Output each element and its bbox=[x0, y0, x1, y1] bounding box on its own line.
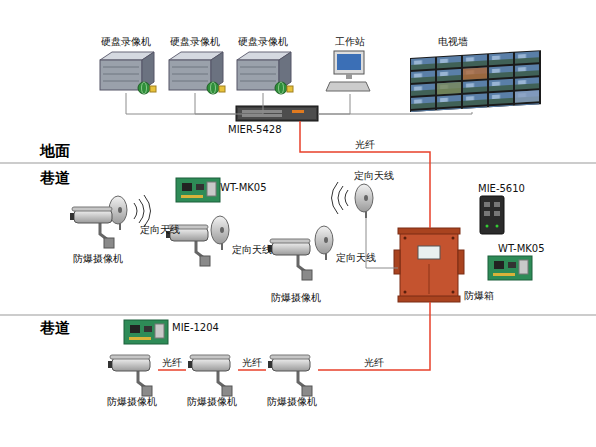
device-node: 定向天线 bbox=[106, 196, 178, 238]
device-label: 防爆摄像机 bbox=[82, 396, 182, 408]
device-node: 电视墙 bbox=[408, 36, 542, 112]
device-label: 防爆摄像机 bbox=[242, 396, 342, 408]
device-node: 定向天线 bbox=[206, 214, 268, 254]
board-icon bbox=[488, 256, 532, 280]
camera-icon bbox=[268, 239, 312, 280]
workstation-icon bbox=[326, 51, 370, 91]
device-label: WT-MK05 bbox=[220, 182, 267, 194]
switch-icon bbox=[236, 106, 318, 121]
industrial-switch-icon bbox=[480, 196, 504, 234]
device-node: 防爆摄像机 bbox=[186, 352, 238, 408]
device-label: MIE-1204 bbox=[172, 322, 219, 334]
device-node: 防爆摄像机 bbox=[70, 205, 126, 265]
edge-label: 光纤 bbox=[242, 357, 262, 369]
dvr-icon bbox=[100, 52, 156, 94]
cable-link bbox=[126, 93, 236, 114]
tv-wall-icon bbox=[410, 50, 541, 112]
fiber-link bbox=[158, 369, 186, 371]
device-node: 定向天线 bbox=[348, 170, 400, 218]
device-label: 定向天线 bbox=[336, 252, 376, 264]
cable-link bbox=[318, 112, 472, 114]
device-label: 防爆摄像机 bbox=[162, 396, 262, 408]
device-label: MIER-5428 bbox=[228, 124, 282, 136]
device-label: 硬盘录像机 bbox=[73, 36, 179, 48]
edge-label: 光纤 bbox=[364, 357, 384, 369]
device-label: 电视墙 bbox=[438, 36, 468, 48]
wireless-arcs bbox=[134, 182, 348, 227]
antenna-icon bbox=[315, 226, 333, 260]
device-node: 防爆摄像机 bbox=[266, 352, 318, 408]
device-node: 硬盘录像机 bbox=[97, 36, 155, 93]
device-node: 硬盘录像机 bbox=[166, 36, 224, 93]
edge-label: 光纤 bbox=[355, 139, 375, 151]
device-label: 定向天线 bbox=[232, 244, 272, 256]
device-node: MIER-5428 bbox=[236, 106, 318, 121]
device-label: 工作站 bbox=[302, 36, 398, 48]
device-node: 工作站 bbox=[326, 36, 374, 94]
device-node: WT-MK05 bbox=[484, 243, 544, 283]
fiber-link bbox=[238, 369, 266, 371]
camera-icon bbox=[108, 355, 152, 396]
board-icon bbox=[176, 178, 220, 202]
device-node: 防爆摄像机 bbox=[268, 238, 324, 302]
dvr-icon bbox=[237, 52, 293, 94]
cable-link bbox=[366, 218, 398, 268]
area-label: 地面 bbox=[40, 142, 70, 161]
edge-label: 光纤 bbox=[162, 357, 182, 369]
device-label: 防爆箱 bbox=[464, 290, 494, 302]
device-node: 防爆摄像机 bbox=[106, 352, 158, 408]
device-node: 硬盘录像机 bbox=[234, 36, 292, 93]
fiber-link bbox=[300, 121, 430, 228]
dvr-icon bbox=[169, 52, 225, 94]
explosion-proof-box-icon bbox=[394, 228, 464, 302]
antenna-icon bbox=[211, 216, 229, 250]
tunnel-separator bbox=[0, 315, 596, 316]
device-node: MIE-5610 bbox=[476, 183, 532, 235]
device-node: MIE-1204 bbox=[124, 318, 220, 346]
cable-link bbox=[236, 93, 263, 114]
cable-link bbox=[195, 93, 236, 114]
camera-icon bbox=[268, 355, 312, 396]
device-node: WT-MK05 bbox=[176, 176, 262, 202]
ground-separator bbox=[0, 163, 596, 164]
fiber-link bbox=[318, 302, 430, 370]
device-node: 定向天线 bbox=[310, 224, 380, 264]
device-label: 硬盘录像机 bbox=[210, 36, 316, 48]
device-node: 防爆箱 bbox=[398, 228, 460, 302]
device-label: WT-MK05 bbox=[498, 243, 545, 255]
device-label: 定向天线 bbox=[324, 170, 424, 182]
device-label: 硬盘录像机 bbox=[142, 36, 248, 48]
device-label: 防爆摄像机 bbox=[244, 292, 348, 304]
camera-icon bbox=[70, 207, 114, 248]
device-label: 定向天线 bbox=[140, 224, 180, 236]
camera-icon bbox=[188, 355, 232, 396]
area-label: 巷道 bbox=[40, 319, 70, 338]
device-label: 防爆摄像机 bbox=[46, 253, 150, 265]
area-label: 巷道 bbox=[40, 169, 70, 188]
board-icon bbox=[124, 320, 168, 344]
antenna-icon bbox=[355, 184, 373, 218]
cable-link bbox=[318, 94, 350, 114]
device-label: MIE-5610 bbox=[478, 183, 525, 195]
